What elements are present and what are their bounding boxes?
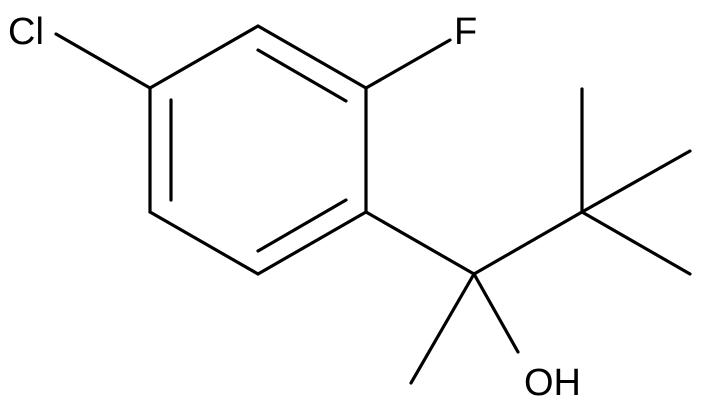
tbutyl-methyl-upper-right-bond (580, 149, 692, 214)
ring-bond-c4-c5 (256, 210, 368, 276)
carbinol-hydroxyl-bond (472, 272, 520, 354)
ring-inner-bond-c2-c3 (256, 48, 348, 103)
fluorine-bond (364, 38, 452, 90)
ring-bond-c1-c2 (148, 24, 260, 90)
ring-bond-c5-c6 (148, 210, 260, 276)
carbinol-tbutyl-bond (472, 210, 584, 276)
carbinol-methyl-bond (409, 272, 476, 385)
ring-to-carbinol-bond (364, 210, 476, 276)
fluorine-label: F (454, 11, 477, 53)
chlorine-bond (54, 32, 152, 90)
bond-group (54, 24, 692, 385)
ring-bond-c2-c3 (256, 24, 368, 90)
chlorine-label: Cl (8, 11, 44, 53)
tbutyl-methyl-lower-right-bond (580, 210, 692, 276)
ring-inner-bond-c4-c5 (256, 198, 348, 253)
hydroxyl-label: OH (524, 362, 581, 404)
